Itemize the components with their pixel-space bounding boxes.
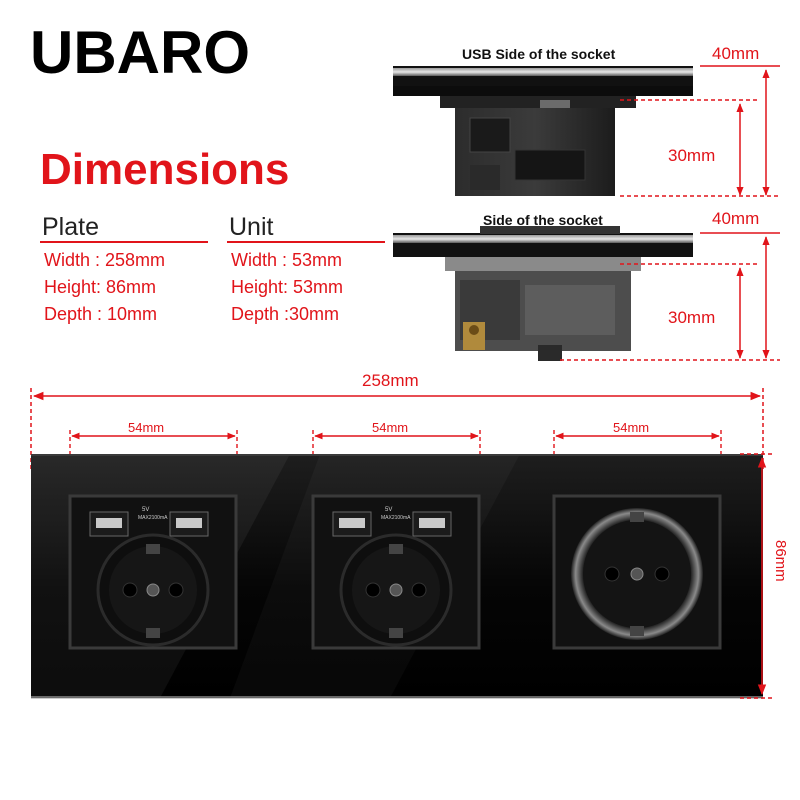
unit-title: Unit: [229, 213, 274, 241]
unit-depth: Depth :30mm: [231, 304, 340, 324]
plain-side-label: Side of the socket: [483, 212, 603, 228]
overall-width-dimension: [30, 388, 764, 470]
module-width-label-3: 54mm: [613, 420, 650, 435]
usb-side-label: USB Side of the socket: [462, 46, 616, 62]
depth-body-top: 30mm: [668, 146, 716, 165]
overall-width-label: 258mm: [362, 371, 419, 390]
plain-side-view: [393, 226, 693, 361]
usb-rating-1: 5V: [142, 507, 150, 513]
socket-module-usb-1: [68, 494, 238, 650]
plate-height: Height: 86mm: [44, 277, 157, 297]
unit-height: Height: 53mm: [231, 277, 344, 297]
depth-total-bottom: 40mm: [712, 209, 760, 228]
plate-width: Width : 258mm: [44, 250, 166, 270]
dimensions-heading: Dimensions: [40, 145, 290, 194]
overall-height-label: 86mm: [772, 540, 789, 582]
unit-width: Width : 53mm: [231, 250, 343, 270]
brand-logo: UBARO: [30, 19, 250, 86]
socket-module-schuko: [552, 494, 722, 650]
module-width-label-1: 54mm: [128, 420, 165, 435]
plate-title: Plate: [42, 213, 99, 241]
plate-depth: Depth : 10mm: [44, 304, 158, 324]
depth-dimensions: [560, 65, 780, 361]
depth-total-top: 40mm: [712, 44, 760, 63]
unit-rule: [227, 241, 385, 243]
socket-module-usb-2: [311, 494, 481, 650]
usb-rating-2b: MAX2100mA: [381, 515, 411, 521]
plate-rule: [40, 241, 208, 243]
usb-rating-1b: MAX2100mA: [138, 515, 168, 521]
overall-height-dimension: [740, 453, 775, 699]
module-width-label-2: 54mm: [372, 420, 409, 435]
depth-body-bottom: 30mm: [668, 308, 716, 327]
usb-side-view: [393, 66, 693, 196]
usb-rating-2: 5V: [385, 507, 393, 513]
